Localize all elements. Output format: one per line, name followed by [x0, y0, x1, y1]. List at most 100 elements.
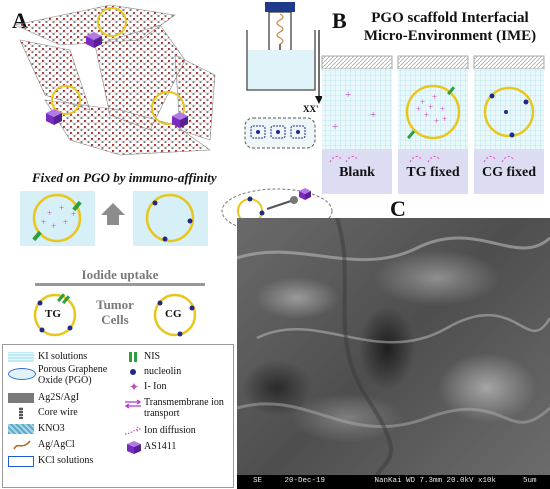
as1411-cube-icon — [46, 109, 62, 125]
legend-left-item: Ag2S/AgI — [8, 392, 128, 404]
tg-fixed-cell — [32, 193, 82, 243]
graphene-sheet — [44, 99, 211, 156]
svg-text:+: + — [332, 121, 338, 133]
tg-label: TG — [45, 308, 61, 320]
legend-right-item: ✦ I- Ion — [122, 380, 232, 394]
nucleolin-dot-icon — [130, 369, 136, 375]
gray-arrow — [101, 203, 125, 225]
kcl-box-icon — [8, 456, 34, 467]
legend-left-item: Porous Graphene Oxide (PGO) — [8, 364, 128, 388]
ki-swatch-icon — [8, 352, 34, 362]
legend-right-item: Transmembrane ion transport — [122, 397, 232, 421]
pgo-disk-icon — [8, 368, 36, 380]
legend-right-text: I- Ion — [144, 381, 167, 392]
xx-label: XX' — [303, 104, 319, 114]
cell-ring — [51, 85, 81, 115]
legend-left-text: KI solutions — [38, 351, 88, 362]
legend-right-text: AS1411 — [144, 441, 177, 452]
sem-micrograph — [237, 218, 550, 475]
core-wire-icon — [19, 407, 23, 419]
legend-left-item: KNO3 — [8, 422, 128, 436]
as1411-cube-icon — [86, 32, 102, 48]
diffusion-arrow-icon — [124, 426, 142, 435]
svg-text:+: + — [51, 221, 56, 231]
legend-left-text: Core wire — [38, 407, 78, 418]
ime-cell-tg-fixed: +++ +++ ++ — [397, 55, 469, 194]
ime-label-blank: Blank — [339, 165, 375, 180]
tumor-cells-illustration — [33, 293, 197, 337]
electrode-illustration: XX' — [244, 2, 323, 149]
svg-text:+: + — [424, 110, 429, 120]
cg-fixed-cell — [145, 193, 195, 243]
svg-text:+: + — [71, 209, 76, 219]
svg-text:+: + — [434, 116, 439, 126]
graphene-scaffold-illustration — [14, 4, 216, 156]
legend-right-item: AS1411 — [122, 440, 232, 454]
legend-left-text: Ag/AgCl — [38, 439, 75, 450]
sem-info-text: SE 20-Dec-19 NanKai WD 7.3mm 20.0kV x10k… — [253, 477, 537, 485]
beaker — [246, 30, 316, 91]
as1411-cube-icon — [172, 112, 188, 128]
cg-label: CG — [165, 308, 182, 320]
svg-text:+: + — [420, 97, 425, 107]
legend-right-text: nucleolin — [144, 366, 182, 377]
iodide-uptake-underline — [35, 283, 205, 286]
ime-label-tg-fixed: TG fixed — [406, 165, 460, 180]
legend-right-text: Ion diffusion — [144, 425, 196, 436]
ime-label-cg-fixed: CG fixed — [481, 165, 537, 180]
legend-left-item: Ag/AgCl — [8, 439, 128, 451]
panel-b-letter: B — [332, 8, 347, 33]
svg-text:+: + — [41, 217, 46, 227]
legend-left-item: Core wire — [8, 407, 128, 419]
svg-text:+: + — [59, 203, 64, 213]
legend-box — [2, 344, 234, 488]
tumor-cells-label: Tumor Cells — [96, 297, 134, 327]
svg-text:+: + — [432, 92, 437, 102]
legend-left-text: KCl solutions — [38, 455, 94, 466]
nis-marker-icon — [129, 352, 137, 362]
legend-left-item: KCl solutions — [8, 455, 128, 467]
ime-cell-cg-fixed — [473, 55, 545, 194]
as1411-cube-icon — [127, 441, 141, 454]
fixed-on-pgo-caption: Fixed on PGO by immuno-affinity — [32, 170, 217, 185]
pgo-inset — [244, 117, 316, 149]
panel-b-title-line2: Micro-Environment (IME) — [363, 28, 537, 44]
sem-texture — [237, 218, 550, 475]
iodide-ions: ++ ++ ++ — [41, 203, 76, 231]
svg-text:+: + — [440, 104, 445, 114]
svg-text:+: + — [47, 208, 52, 218]
legend-right-item: Ion diffusion — [122, 425, 232, 437]
cell-ring — [97, 7, 127, 37]
transport-arrows-icon — [124, 399, 142, 409]
legend-right-item: nucleolin — [122, 366, 232, 378]
ime-cells: ++ + +++ +++ ++ — [321, 55, 545, 194]
ag-agcl-coil — [276, 13, 284, 45]
legend-left-item: KI solutions — [8, 351, 128, 363]
graphene-sheet — [94, 24, 186, 131]
iodide-star-icon: ✦ — [129, 380, 140, 394]
svg-text:+: + — [370, 109, 376, 121]
electrode-cap — [265, 2, 295, 12]
legend-right-text: Transmembrane ion transport — [144, 397, 224, 419]
ag2s-swatch-icon — [8, 393, 34, 403]
svg-text:+: + — [442, 114, 447, 124]
svg-text:+: + — [345, 89, 351, 101]
tg-cell — [33, 293, 77, 337]
legend-left-text: Ag2S/AgI — [38, 392, 80, 403]
kno3-swatch-icon — [8, 424, 34, 434]
ime-cell-blank: + + + — [321, 55, 393, 194]
legend-left-text: KNO3 — [38, 423, 65, 434]
legend-right-item: NIS — [122, 351, 232, 363]
svg-text:+: + — [416, 104, 421, 114]
iodide-uptake-title: Iodide uptake — [81, 267, 159, 282]
legend-left-text: Porous Graphene Oxide (PGO) — [38, 364, 108, 386]
panel-c-letter: C — [390, 196, 406, 221]
cg-cell — [153, 293, 197, 337]
svg-text:+: + — [63, 217, 68, 227]
cell-ring — [151, 91, 185, 125]
legend-right-text: NIS — [144, 351, 161, 362]
sem-info-bar: SE 20-Dec-19 NanKai WD 7.3mm 20.0kV x10k… — [237, 475, 550, 489]
panel-b-title-line1: PGO scaffold Interfacial — [371, 10, 529, 26]
svg-text:+: + — [428, 102, 433, 112]
ag-agcl-wire-icon — [13, 440, 31, 450]
